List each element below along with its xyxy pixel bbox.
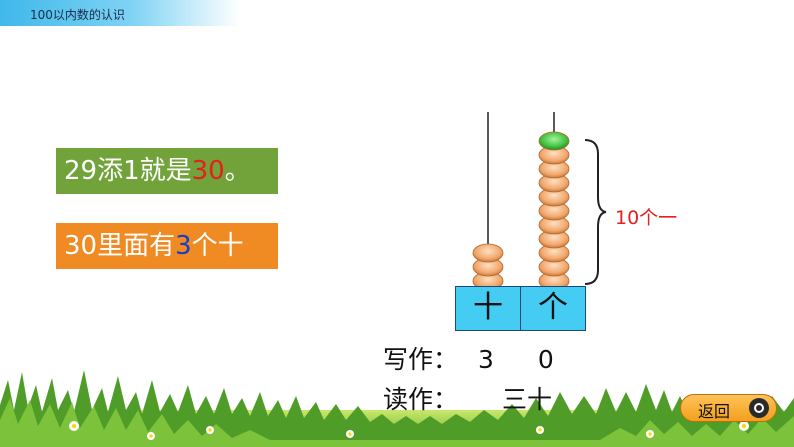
statement2-end: 个十 [191,231,244,261]
write-as-line: 写作： 3 0 [383,340,554,376]
write-ones-digit: 0 [537,345,554,374]
statement-29-plus-1: 29添1就是30。 [56,148,278,194]
tens-bead [472,243,504,263]
page-title: 100以内数的认识 [30,8,125,22]
grouping-brace [584,139,607,285]
read-value: 三十 [502,385,553,414]
read-label: 读作： [383,385,459,414]
statement2-text: 30里面有 [64,231,176,261]
ones-place-label: 个 [520,286,586,331]
write-label: 写作： [383,345,459,374]
return-icon [749,398,769,418]
return-label: 返回 [698,402,731,421]
grass-decoration [0,370,794,447]
return-button[interactable]: 返回 [680,394,777,422]
statement1-highlight: 30 [191,156,225,186]
title-bar: 100以内数的认识 [0,0,240,26]
statement1-text: 29添1就是 [64,156,192,186]
statement1-end: 。 [224,156,251,186]
added-bead [538,131,570,151]
tens-place-label: 十 [455,286,521,331]
abacus-beads [472,131,570,291]
statement2-highlight: 3 [175,231,192,261]
write-tens-digit: 3 [478,345,494,374]
statement-30-has-3-tens: 30里面有3个十 [56,223,278,269]
ten-ones-annotation: 10个一 [615,207,678,229]
read-as-line: 读作： 三十 [383,380,552,416]
